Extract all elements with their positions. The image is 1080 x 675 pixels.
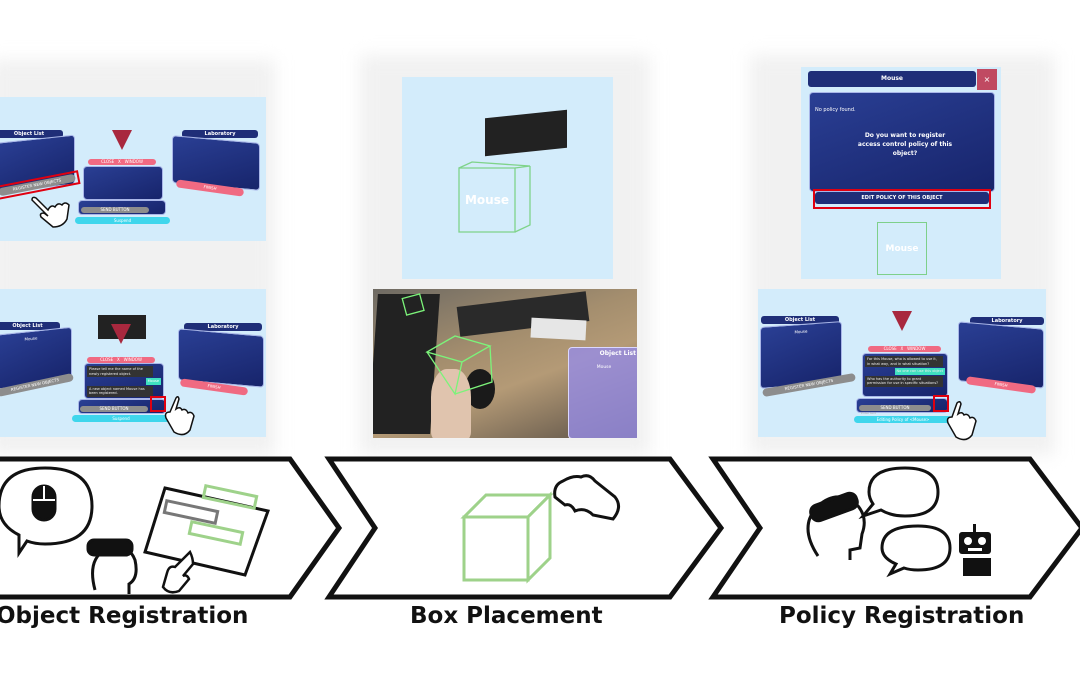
window-bar: CLOSE X WINDOW — [868, 346, 941, 352]
hand — [431, 369, 471, 438]
cone-marker — [111, 324, 131, 344]
speech-bubble-mouse-icon — [0, 466, 94, 558]
laboratory-title: Laboratory — [970, 317, 1044, 325]
object-list-title: Object List — [0, 130, 63, 138]
laboratory-title: Laboratory — [182, 130, 258, 138]
speech-bubble-icon — [858, 466, 940, 520]
step-label-object-registration: Object Registration — [0, 603, 249, 629]
robot-icon — [959, 524, 991, 576]
vr-user-icon — [806, 491, 866, 560]
ui-panel-icon — [143, 483, 270, 594]
dialog-close-button[interactable]: × — [977, 69, 997, 90]
mic-button-highlight[interactable] — [933, 395, 949, 412]
speech-bubble-icon — [880, 524, 952, 578]
chat-user-reply: No one can use this object — [894, 368, 945, 375]
pointing-hand-icon — [31, 196, 977, 441]
chat-message: Who has the authority to grant permissio… — [865, 375, 943, 387]
edit-policy-button[interactable]: EDIT POLICY OF THIS OBJECT — [815, 192, 989, 204]
vr-box-placement — [402, 77, 613, 279]
mic-button-highlight[interactable] — [150, 396, 166, 412]
cone-marker — [892, 311, 912, 331]
chat-user-reply: Mouse — [145, 378, 161, 385]
chat-message: A new object named Mouse has been regist… — [87, 385, 153, 397]
box-label: Mouse — [465, 193, 509, 207]
chat-message: Please tell me the name of the newly reg… — [87, 366, 153, 377]
dialog-body: No policy found. Do you want to register… — [809, 92, 995, 192]
passthrough-photo: Object List Mouse — [373, 289, 637, 438]
cone-marker — [112, 130, 132, 150]
window-bar: CLOSE X WINDOW — [88, 159, 156, 165]
vr-policy-dialog: Mouse × No policy found. Do you want to … — [801, 67, 1001, 279]
send-button[interactable]: SEND BUTTON — [81, 207, 149, 213]
chat-message: For this Mouse, who is allowed to use it… — [865, 356, 943, 367]
grabbing-hand-icon — [553, 474, 620, 521]
object-item[interactable]: Mouse — [596, 365, 612, 370]
ar-box — [401, 293, 493, 396]
vr-screenshot-chat: Object List Mouse REGISTER NEW OBJECTS C… — [0, 289, 266, 437]
send-button[interactable]: SEND BUTTON — [80, 406, 148, 412]
vr-user-icon — [86, 538, 138, 594]
object-list-title: Object List — [761, 316, 839, 324]
laboratory-title: Laboratory — [184, 323, 262, 331]
object-list-panel-ar: Object List Mouse — [568, 347, 637, 438]
object-list-title: Object List — [599, 350, 636, 357]
highlight-box — [813, 189, 991, 209]
window-bar: CLOSE X WINDOW — [87, 357, 155, 363]
suspend-button[interactable]: Suspend — [72, 415, 170, 422]
policy-status-bar: Editing Policy of <Mouse> — [854, 416, 952, 423]
send-button[interactable]: SEND BUTTON — [859, 405, 931, 411]
dialog-title: Mouse — [808, 71, 976, 87]
chat-panel: Please tell me the name of the newly reg… — [84, 363, 164, 399]
suspend-button[interactable]: Suspend — [75, 217, 170, 224]
object-list-title: Object List — [0, 322, 60, 330]
box-icon — [460, 491, 554, 584]
chat-panel — [83, 166, 163, 200]
vr-screenshot-policy-chat: Object List Mouse REGISTER NEW OBJECTS C… — [758, 289, 1046, 437]
step-label-box-placement: Box Placement — [410, 603, 603, 629]
policy-status: No policy found. — [815, 107, 856, 113]
virtual-box — [458, 161, 531, 233]
chat-panel: For this Mouse, who is allowed to use it… — [862, 353, 948, 397]
object-box[interactable]: Mouse — [877, 222, 927, 275]
policy-question: Do you want to register access control p… — [857, 132, 953, 157]
step-label-policy-registration: Policy Registration — [779, 603, 1025, 629]
